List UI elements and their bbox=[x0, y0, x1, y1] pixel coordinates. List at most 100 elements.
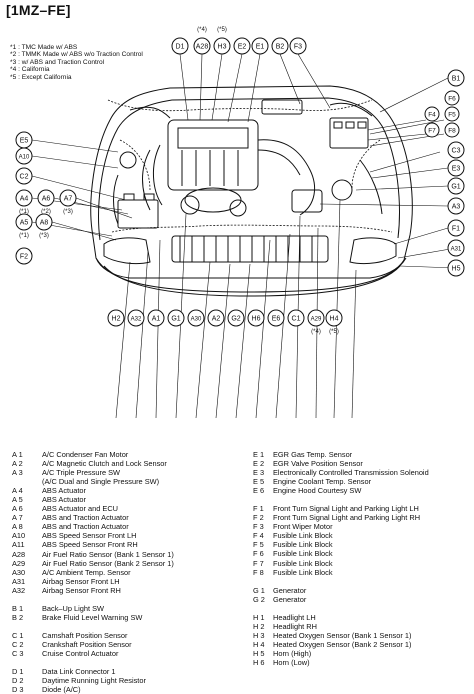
svg-text:F5: F5 bbox=[448, 112, 456, 119]
legend-row: D 3 Diode (A/C) bbox=[12, 685, 238, 694]
svg-text:G2: G2 bbox=[231, 316, 240, 323]
legend-text: ABS Actuator bbox=[42, 486, 86, 496]
legend-text: ABS Actuator bbox=[42, 495, 86, 505]
legend-text: Fusible Link Block bbox=[273, 540, 333, 550]
svg-text:F3: F3 bbox=[294, 44, 302, 51]
legend-text: Horn (Low) bbox=[273, 657, 310, 667]
svg-text:A1: A1 bbox=[152, 316, 161, 323]
callout-E3: E3 bbox=[447, 159, 465, 177]
callout-H2: H2 bbox=[107, 309, 125, 327]
note-A28: (*4) bbox=[197, 27, 207, 33]
callout-A8: A8 bbox=[35, 213, 53, 231]
svg-text:A29: A29 bbox=[311, 317, 322, 323]
callout-A10: A10 bbox=[15, 147, 33, 165]
callout-C1: C1 bbox=[287, 309, 305, 327]
legend-text: Air Fuel Ratio Sensor (Bank 1 Sensor 1) bbox=[42, 549, 174, 559]
svg-text:A31: A31 bbox=[451, 247, 462, 253]
note-H4: (*5) bbox=[329, 329, 339, 335]
legend-code: A31 bbox=[12, 576, 26, 586]
legend-code: D 2 bbox=[12, 676, 24, 686]
legend-code: H 3 bbox=[253, 630, 265, 640]
legend-text: Headlight RH bbox=[273, 621, 317, 631]
legend-row bbox=[253, 577, 467, 586]
legend-text: ABS Speed Sensor Front RH bbox=[42, 540, 138, 550]
legend-row bbox=[12, 622, 238, 631]
footnotes: *1 : TMC Made w/ ABS *2 : TMMK Made w/ A… bbox=[10, 44, 143, 81]
legend-row: (A/C Dual and Single Pressure SW) bbox=[12, 477, 238, 486]
svg-text:F7: F7 bbox=[428, 128, 436, 135]
callout-A4: A4 bbox=[15, 189, 33, 207]
svg-text:E3: E3 bbox=[452, 166, 461, 173]
legend-text: Heated Oxygen Sensor (Bank 1 Sensor 1) bbox=[273, 630, 412, 640]
callout-labels: D1 A28 H3 E2 E1 B2 F3 (*4) (*5) B1 E5 A1… bbox=[15, 27, 465, 335]
legend-text: Front Wiper Motor bbox=[273, 522, 333, 532]
note-A29: (*4) bbox=[311, 329, 321, 335]
svg-text:H2: H2 bbox=[112, 316, 121, 323]
callout-A30: A30 bbox=[187, 309, 205, 327]
callout-G1: G1 bbox=[167, 309, 185, 327]
legend-text: Air Fuel Ratio Sensor (Bank 2 Sensor 1) bbox=[42, 558, 174, 568]
legend-row bbox=[12, 658, 238, 667]
svg-text:H3: H3 bbox=[218, 44, 227, 51]
legend-text: Engine Coolant Temp. Sensor bbox=[273, 477, 372, 487]
callout-F8: F8 bbox=[444, 122, 460, 138]
legend-text: Diode (A/C) bbox=[42, 685, 81, 694]
legend-text: Generator bbox=[273, 585, 307, 595]
callout-A28: A28 bbox=[193, 37, 211, 55]
legend-text: (A/C Dual and Single Pressure SW) bbox=[42, 477, 160, 487]
legend-code: H 5 bbox=[253, 648, 265, 658]
svg-text:F6: F6 bbox=[448, 96, 456, 103]
svg-text:H5: H5 bbox=[452, 266, 461, 273]
footnote: *5 : Except California bbox=[10, 73, 72, 81]
legend-code: F 3 bbox=[253, 522, 264, 532]
svg-text:G1: G1 bbox=[451, 184, 460, 191]
engine-compartment-drawing: D1 A28 H3 E2 E1 B2 F3 (*4) (*5) B1 E5 A1… bbox=[15, 27, 465, 419]
svg-text:B1: B1 bbox=[452, 76, 461, 83]
legend-text: Fusible Link Block bbox=[273, 567, 333, 577]
legend-code: H 1 bbox=[253, 612, 265, 622]
legend-text: ABS Actuator and ECU bbox=[42, 504, 118, 514]
legend-text: Back–Up Light SW bbox=[42, 603, 105, 613]
legend-code: B 2 bbox=[12, 612, 24, 622]
legend-code: D 3 bbox=[12, 685, 24, 694]
legend-text: Front Turn Signal Light and Parking Ligh… bbox=[273, 513, 421, 523]
legend-text: Fusible Link Block bbox=[273, 549, 333, 559]
legend-text: Engine Hood Courtesy SW bbox=[273, 486, 362, 496]
legend-row bbox=[12, 595, 238, 604]
legend-code: E 1 bbox=[253, 450, 265, 459]
callout-F6: F6 bbox=[444, 90, 460, 106]
callout-H5: H5 bbox=[447, 259, 465, 277]
page-title: [1MZ–FE] bbox=[6, 2, 71, 18]
footnote: *2 : TMMK Made w/ ABS w/o Traction Contr… bbox=[10, 51, 143, 59]
svg-text:H6: H6 bbox=[252, 316, 261, 323]
note-H3: (*5) bbox=[217, 27, 227, 33]
legend-code: E 3 bbox=[253, 468, 265, 478]
callout-E5: E5 bbox=[15, 131, 33, 149]
legend-text: ABS and Traction Actuator bbox=[42, 522, 129, 532]
note-A8: (*3) bbox=[39, 233, 49, 239]
legend-row: F 3 Front Wiper Motor bbox=[253, 522, 467, 531]
callout-A32: A32 bbox=[127, 309, 145, 327]
svg-text:A10: A10 bbox=[19, 155, 30, 161]
svg-text:F8: F8 bbox=[448, 128, 456, 135]
legend-code: A 1 bbox=[12, 450, 23, 459]
legend-code: H 4 bbox=[253, 639, 265, 649]
legend-text: Generator bbox=[273, 594, 307, 604]
legend-text: Crankshaft Position Sensor bbox=[42, 639, 132, 649]
